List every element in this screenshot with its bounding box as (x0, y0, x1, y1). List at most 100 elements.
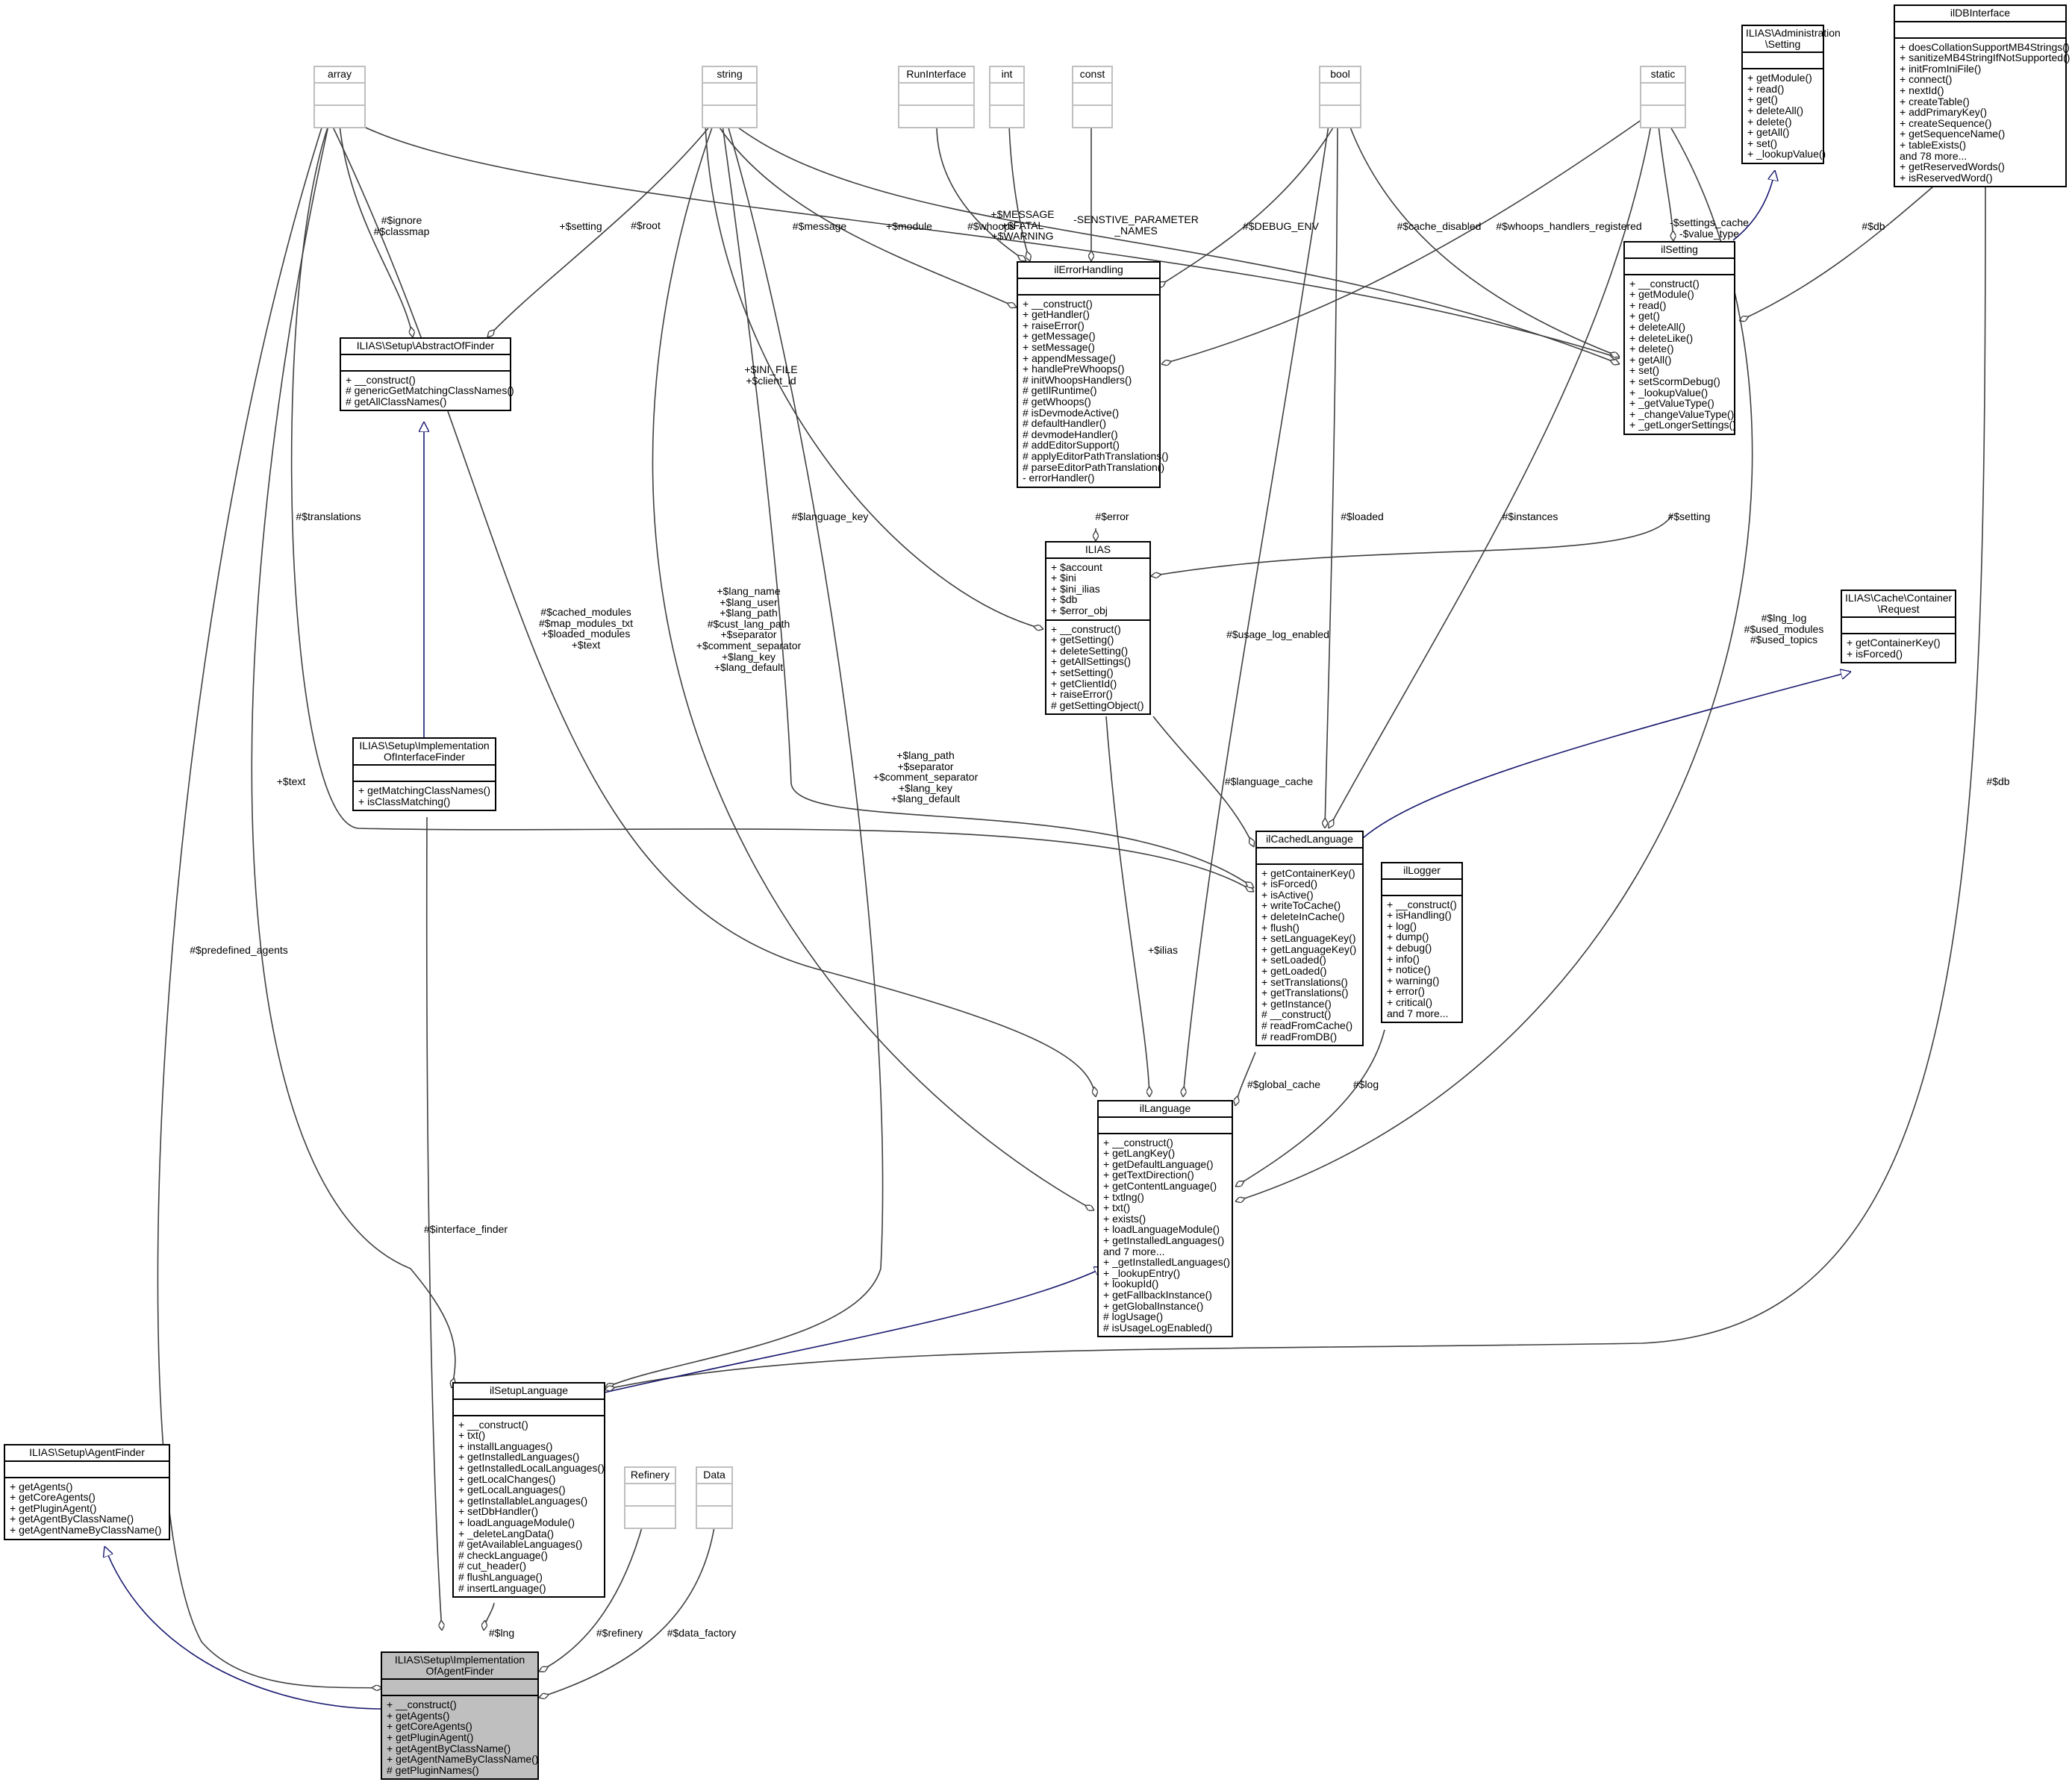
class-name: ilSetupLanguage (454, 1384, 604, 1400)
class-box-ilsetting[interactable]: ilSetting+ __construct()+ getModule()+ r… (1623, 241, 1736, 435)
class-box-ilerrorhandling[interactable]: ilErrorHandling+ __construct()+ getHandl… (1017, 261, 1169, 488)
class-name: ILIAS\Setup\AbstractOfFinder (341, 339, 510, 355)
class-methods: + __construct()# genericGetMatchingClass… (341, 372, 514, 410)
inherit-implagentfinder-agentfinder (104, 1546, 383, 1710)
class-attributes (1382, 880, 1461, 896)
class-box-illogger[interactable]: ilLogger+ __construct()+ isHandling()+ l… (1381, 862, 1463, 1024)
inherit-ilcachedlanguage-request (1362, 672, 1851, 839)
method: + doesCollationSupportMB4Strings() (1900, 40, 2070, 53)
class-attributes (990, 84, 1023, 106)
class-name: ilDBInterface (1895, 6, 2065, 22)
class-methods: + __construct()+ getLangKey()+ getDefaul… (1099, 1134, 1232, 1337)
method: # genericGetMatchingClassNames() (346, 384, 514, 397)
method: + connect() (1900, 73, 1953, 86)
method: + __construct() (1051, 622, 1121, 635)
edge-label-l-cache-disabled: #$cache_disabled (1397, 220, 1482, 232)
edge-label-l-setting: +$setting (559, 220, 602, 232)
method: + delete() (1629, 343, 1674, 355)
class-box-illanguage[interactable]: ilLanguage+ __construct()+ getLangKey()+… (1097, 1100, 1233, 1338)
class-box-runinterface[interactable]: RunInterface (898, 66, 975, 128)
class-box-ildbinterface[interactable]: ilDBInterface + doesCollationSupportMB4St… (1894, 4, 2070, 188)
method: + getAll() (1747, 126, 1790, 139)
edge-string-ilcachedlanguage (722, 125, 1254, 888)
class-methods (1641, 106, 1685, 127)
edge-label-l-module: +$module (886, 220, 932, 232)
method: + addPrimaryKey() (1900, 106, 1988, 119)
method: + getModule() (1629, 288, 1694, 301)
class-box-implinterfacefinder[interactable]: ILIAS\Setup\Implementation OfInterfaceFi… (352, 737, 496, 812)
method: + getPluginAgent() (387, 1731, 474, 1743)
edge-bool-illanguage (1183, 125, 1329, 1097)
method: + getAgentNameByClassName() (387, 1753, 539, 1766)
class-box-ilias[interactable]: ILIAS+ $account+ $ini+ $ini_ilias+ $db+ … (1045, 541, 1151, 716)
method: + _getValueType() (1629, 397, 1714, 410)
method: + _lookupValue() (1747, 148, 1826, 160)
method: + nextId() (1900, 84, 1944, 96)
class-attributes (5, 1462, 169, 1478)
class-box-array[interactable]: array (313, 66, 366, 128)
edge-bool-ilsetting (1349, 125, 1620, 357)
edge-ilsetting-ilias (1151, 514, 1673, 576)
method: + getContentLanguage() (1103, 1179, 1217, 1192)
method: + raiseError() (1023, 319, 1085, 331)
attribute: + $error_obj (1051, 604, 1108, 616)
edge-ilsetuplanguage-implagentfinder (484, 1602, 495, 1631)
method: + deleteLike() (1629, 331, 1694, 344)
method: + setTranslations() (1261, 975, 1348, 988)
method: + get() (1629, 310, 1660, 322)
class-attributes (899, 84, 973, 106)
attribute: + $ini (1051, 572, 1076, 584)
edge-label-l-cached-modules: #$cached_modules #$map_modules_txt +$loa… (538, 606, 634, 651)
method: + setDbHandler() (458, 1505, 538, 1518)
method: + deleteAll() (1747, 104, 1804, 116)
class-box-string[interactable]: string (702, 66, 758, 128)
class-box-int[interactable]: int (989, 66, 1025, 128)
method: + setLanguageKey() (1261, 932, 1356, 945)
method: + getReservedWords() (1900, 160, 2005, 173)
edge-label-l-lang-path: +$lang_path +$separator +$comment_separa… (873, 749, 979, 805)
class-methods: + getMatchingClassNames()+ isClassMatchi… (354, 782, 495, 810)
class-attributes (697, 1484, 731, 1507)
class-box-refinery[interactable]: Refinery (624, 1466, 676, 1529)
method: + warning() (1387, 974, 1440, 987)
class-box-const[interactable]: const (1072, 66, 1113, 128)
method: + read() (1747, 82, 1785, 95)
method: # getPluginNames() (387, 1763, 479, 1776)
edge-array-ilsetting (349, 119, 1620, 358)
edge-ildbinterface-ilsetuplanguage (605, 186, 1986, 1390)
method: + getMessage() (1023, 330, 1096, 343)
edge-string-ilsetuplanguage (605, 125, 884, 1388)
method: + set() (1629, 364, 1660, 377)
class-name: ilErrorHandling (1018, 263, 1159, 279)
method: # cut_header() (458, 1560, 527, 1572)
class-box-abstractoffinder[interactable]: ILIAS\Setup\AbstractOfFinder + __construc… (340, 337, 514, 412)
edge-string-ilsetting (734, 125, 1620, 364)
class-box-static[interactable]: static (1640, 66, 1686, 128)
class-box-ilcachedlanguage[interactable]: ilCachedLanguage+ getContainerKey()+ isF… (1255, 831, 1364, 1047)
class-methods (703, 106, 756, 127)
method: + txt() (458, 1429, 486, 1442)
edge-bool-ilerrorhandling (1157, 125, 1335, 287)
class-box-implagentfinder[interactable]: ILIAS\Setup\Implementation OfAgentFinder… (381, 1651, 539, 1781)
edge-string-abstractoffinder (487, 125, 711, 337)
class-box-cache-request[interactable]: ILIAS\Cache\Container \Request+ getConta… (1841, 590, 1956, 664)
class-name: const (1073, 67, 1111, 84)
method: + installLanguages() (458, 1440, 553, 1452)
class-box-agentfinder[interactable]: ILIAS\Setup\AgentFinder+ getAgents()+ ge… (4, 1444, 170, 1540)
method: + getTranslations() (1261, 987, 1349, 999)
class-box-admin-setting[interactable]: ILIAS\Administration \Setting+ getModule… (1741, 25, 1841, 164)
method: + getInstalledLanguages() (458, 1451, 580, 1463)
method: + getInstalledLanguages() (1103, 1234, 1225, 1246)
method: + getDefaultLanguage() (1103, 1157, 1214, 1170)
class-box-bool[interactable]: bool (1319, 66, 1361, 128)
method: # __construct() (1261, 1008, 1332, 1021)
class-box-ilsetuplanguage[interactable]: ilSetupLanguage+ __construct()+ txt()+ i… (452, 1382, 605, 1598)
method: + getSequenceName() (1900, 128, 2006, 140)
class-attributes (1099, 1118, 1232, 1134)
method: + dump() (1387, 931, 1429, 943)
class-box-data[interactable]: Data (696, 1466, 733, 1529)
class-name: ILIAS\Setup\AgentFinder (5, 1445, 169, 1462)
method: + getLocalLanguages() (458, 1484, 566, 1496)
method: + __construct() (1023, 297, 1093, 310)
edge-label-l-global-cache: #$global_cache (1246, 1078, 1321, 1090)
